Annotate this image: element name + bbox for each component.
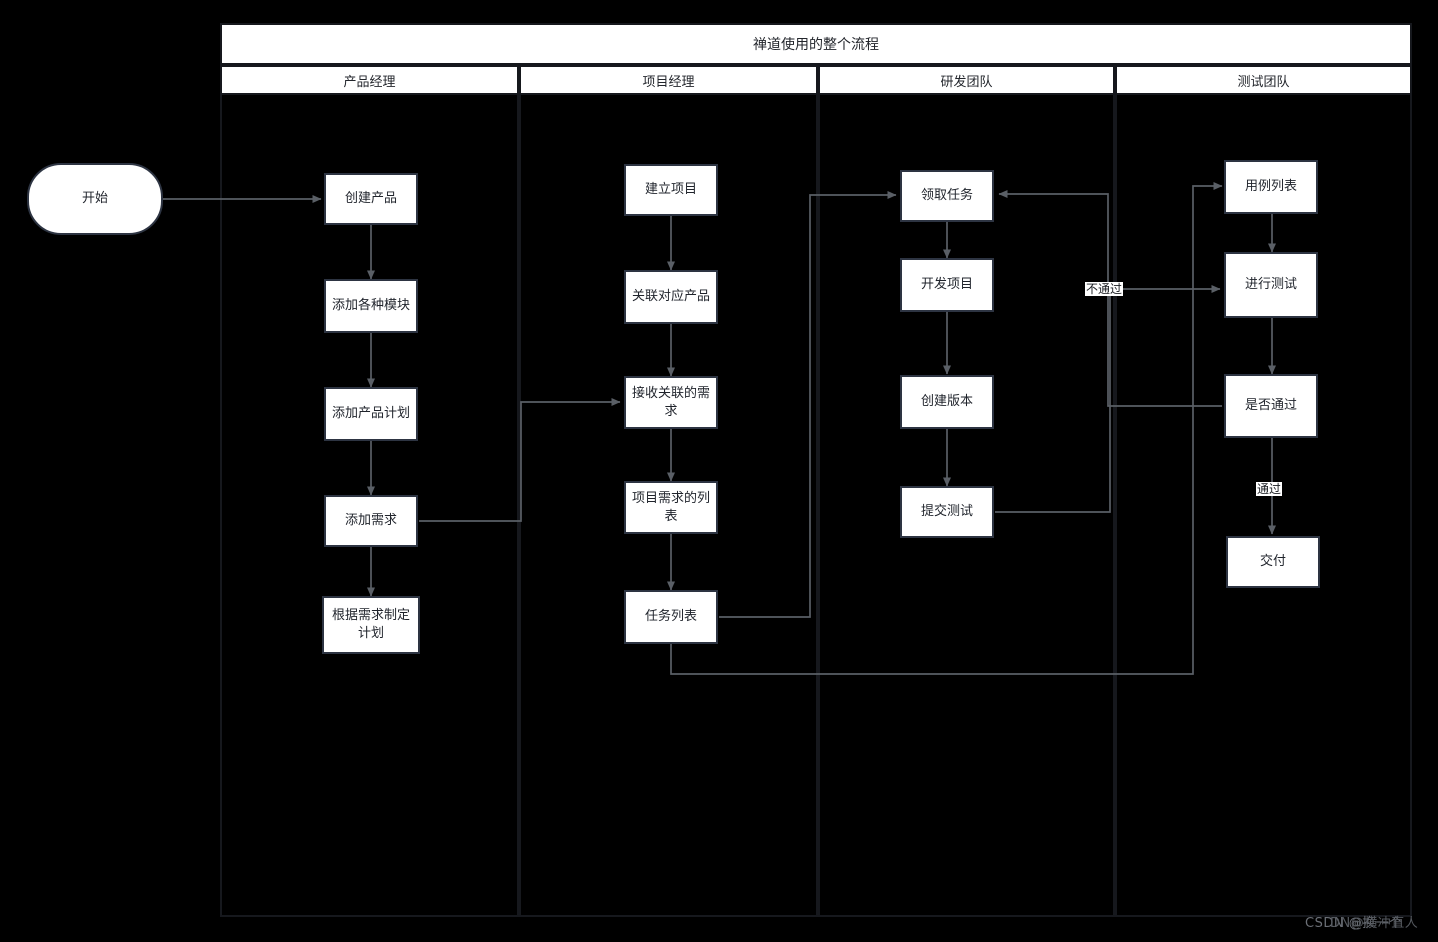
node-receive-linked-requirement[interactable]: 接收关联的需求 [624,376,718,429]
lane-header-product-manager: 产品经理 [220,65,519,95]
diagram-title: 禅道使用的整个流程 [220,23,1412,65]
edge-label-fail: 不通过 [1085,282,1124,296]
edge-prj5-to-qa1 [670,182,1223,675]
node-case-list[interactable]: 用例列表 [1224,160,1318,214]
lane-header-project-manager: 项目经理 [519,65,818,95]
watermark-primary: CSDN @换一个 [1305,916,1403,931]
node-create-product[interactable]: 创建产品 [324,173,418,225]
edge-pm4-to-prj3 [419,398,621,522]
node-add-modules[interactable]: 添加各种模块 [324,279,418,333]
node-submit-test[interactable]: 提交测试 [900,486,994,538]
lane-body-project-manager [519,95,818,917]
edge-prj5-to-dev1 [719,191,897,618]
node-create-project[interactable]: 建立项目 [624,164,718,216]
node-task-list[interactable]: 任务列表 [624,590,718,644]
node-deliver[interactable]: 交付 [1226,536,1320,588]
lane-header-qa-team: 测试团队 [1115,65,1412,95]
node-project-requirement-list[interactable]: 项目需求的列表 [624,481,718,534]
node-is-passed[interactable]: 是否通过 [1224,374,1318,438]
watermark-secondary: DN@横冲直人 [1330,916,1419,931]
node-create-build[interactable]: 创建版本 [900,375,994,429]
lane-body-qa-team [1115,95,1412,917]
node-start[interactable]: 开始 [27,163,163,235]
node-link-product[interactable]: 关联对应产品 [624,270,718,324]
node-claim-task[interactable]: 领取任务 [900,170,994,222]
edge-label-pass: 通过 [1256,482,1283,496]
edge-qa3-to-dev1 [998,190,1222,407]
node-make-plan-from-requirement[interactable]: 根据需求制定计划 [322,596,420,654]
lane-header-dev-team: 研发团队 [818,65,1115,95]
node-add-product-plan[interactable]: 添加产品计划 [324,387,418,441]
node-develop-project[interactable]: 开发项目 [900,258,994,312]
node-run-test[interactable]: 进行测试 [1224,252,1318,318]
lane-body-dev-team [818,95,1115,917]
edge-dev4-to-qa2 [995,285,1221,513]
lane-body-product-manager [220,95,519,917]
node-add-requirement[interactable]: 添加需求 [324,495,418,547]
